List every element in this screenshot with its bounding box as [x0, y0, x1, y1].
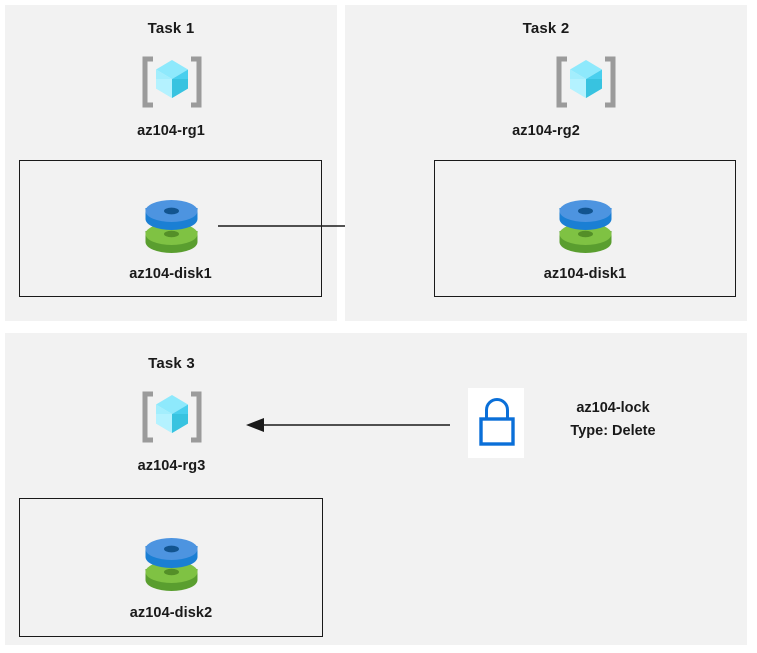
resource-group-cube-icon [555, 53, 617, 111]
az104-rg3-label: az104-rg3 [137, 458, 206, 474]
az104-rg2-label: az104-rg2 [512, 123, 580, 139]
task-2-title: Task 2 [522, 20, 570, 37]
lock-name-label: az104-lock [576, 400, 650, 416]
lock-type-label: Type: Delete [570, 423, 656, 439]
managed-disk-icon [143, 198, 200, 256]
managed-disk-icon [143, 536, 200, 594]
resource-group-cube-icon [141, 388, 203, 446]
task-3-title: Task 3 [148, 355, 195, 372]
az104-disk2-label: az104-disk2 [129, 605, 213, 621]
lock-arrow [246, 418, 450, 432]
az104-rg1-label: az104-rg1 [137, 123, 205, 139]
resource-group-cube-icon [141, 53, 203, 111]
az104-disk1-label-task2: az104-disk1 [543, 266, 627, 282]
managed-disk-icon [557, 198, 614, 256]
az104-disk1-label-task1: az104-disk1 [129, 266, 212, 282]
task-1-title: Task 1 [147, 20, 195, 37]
padlock-icon [477, 396, 517, 448]
